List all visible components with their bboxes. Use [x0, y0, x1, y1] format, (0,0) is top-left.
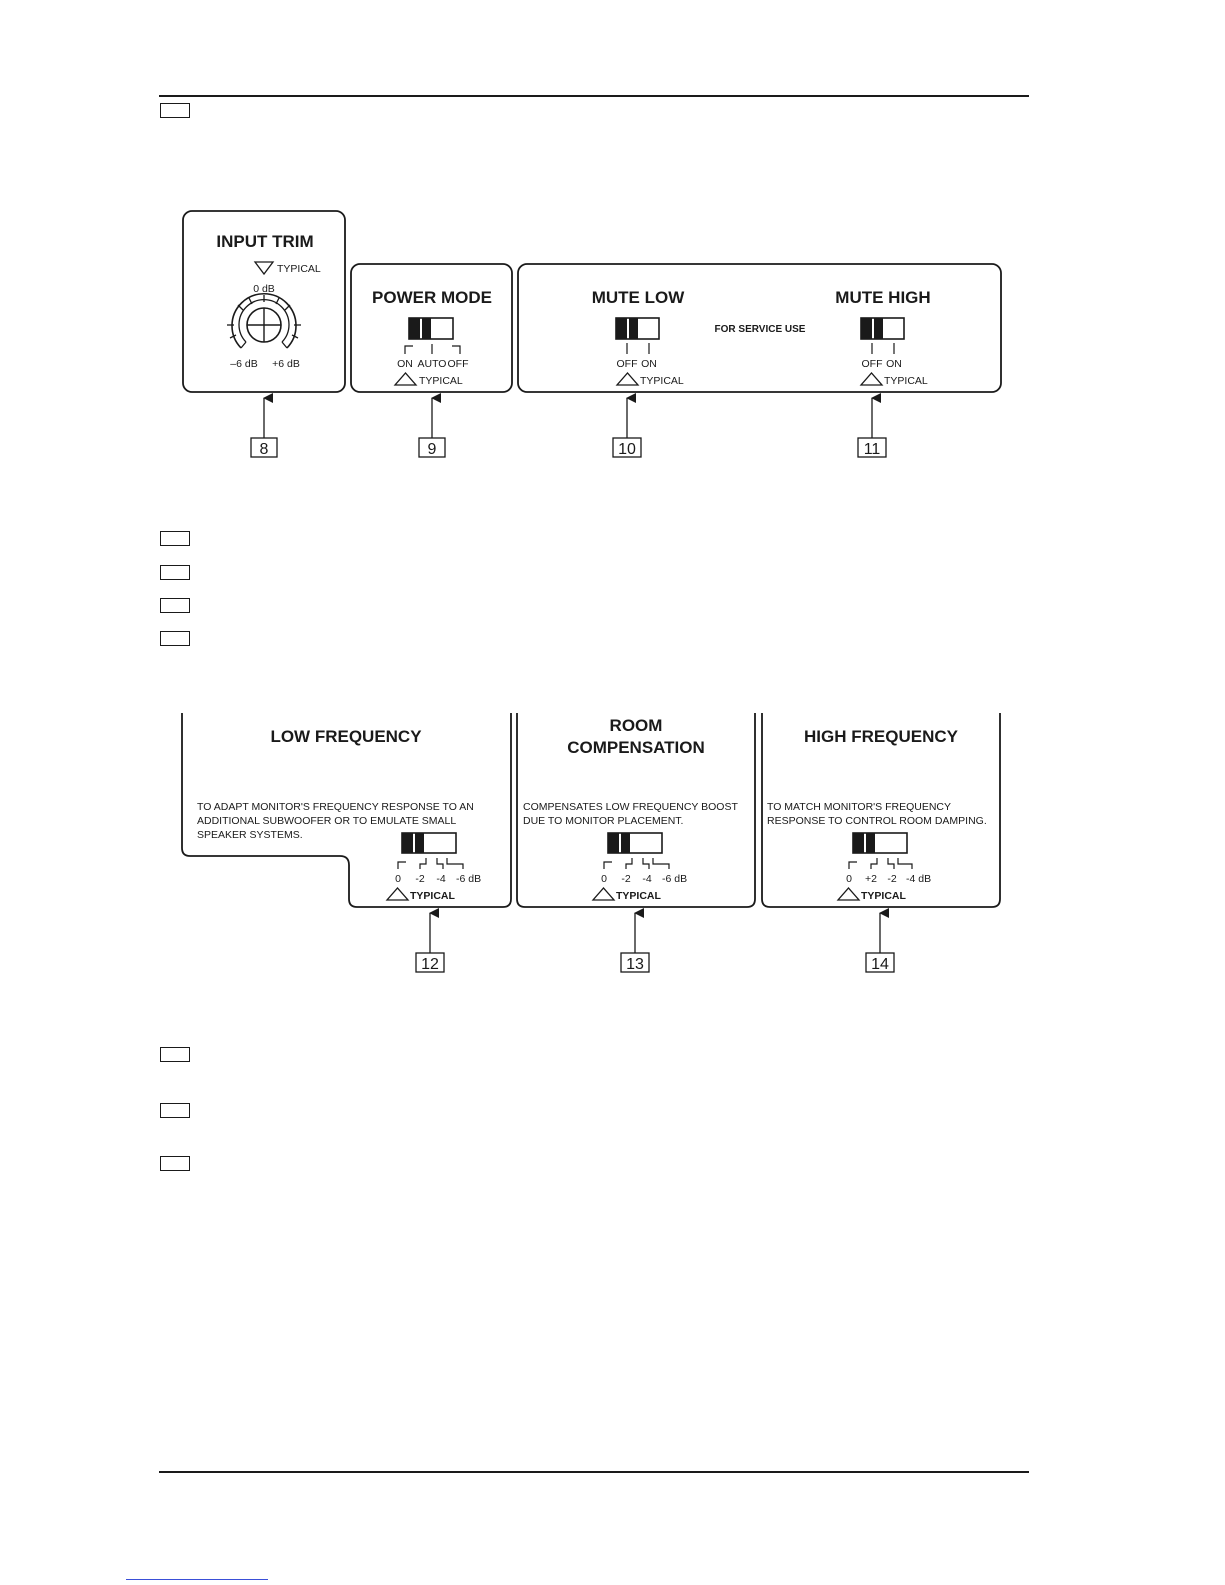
header-rule [159, 95, 1029, 97]
svg-text:12: 12 [421, 956, 439, 973]
marker-box [160, 1047, 190, 1062]
marker-box [160, 565, 190, 580]
power-mode-title: POWER MODE [372, 288, 492, 307]
high-frequency-panel: HIGH FREQUENCY TO MATCH MONITOR'S FREQUE… [761, 713, 1001, 908]
mute-panel: MUTE LOW OFF ON TYPICAL FOR SERVICE USE … [517, 263, 1002, 393]
mute-low-off: OFF [617, 358, 638, 370]
typical-triangle-icon [859, 372, 884, 386]
mute-low-typical: TYPICAL [640, 375, 684, 387]
mute-low-on: ON [641, 358, 657, 370]
low-frequency-detent-marks [397, 858, 464, 869]
low-frequency-switch[interactable] [401, 832, 457, 854]
room-compensation-desc-line: COMPENSATES LOW FREQUENCY BOOST [523, 801, 738, 813]
low-frequency-pos: 0 [395, 873, 401, 885]
low-frequency-pos: -6 dB [456, 873, 481, 885]
input-trim-title: INPUT TRIM [216, 232, 313, 251]
mute-high-on: ON [886, 358, 902, 370]
svg-text:14: 14 [871, 956, 889, 973]
svg-text:9: 9 [428, 441, 437, 458]
room-compensation-pos: -2 [621, 873, 630, 885]
callout-13: 13 [620, 908, 650, 973]
power-mode-off: OFF [448, 358, 469, 370]
marker-box [160, 598, 190, 613]
mute-high-off: OFF [862, 358, 883, 370]
mute-high-typical: TYPICAL [884, 375, 928, 387]
typical-triangle-icon [385, 887, 410, 901]
high-frequency-switch[interactable] [852, 832, 908, 854]
svg-text:8: 8 [260, 441, 269, 458]
callout-9: 9 [418, 393, 446, 458]
svg-text:11: 11 [864, 441, 881, 458]
low-frequency-desc-line: TO ADAPT MONITOR'S FREQUENCY RESPONSE TO… [197, 801, 474, 813]
mute-high-detent-marks [871, 343, 895, 354]
low-frequency-pos: -4 [436, 873, 445, 885]
power-mode-switch[interactable] [408, 317, 454, 340]
typical-down-triangle-icon [253, 261, 275, 276]
high-frequency-desc-line: TO MATCH MONITOR'S FREQUENCY [767, 801, 951, 813]
low-frequency-panel: LOW FREQUENCY TO ADAPT MONITOR'S FREQUEN… [181, 713, 512, 908]
high-frequency-detent-marks [848, 858, 913, 869]
low-frequency-desc-line: SPEAKER SYSTEMS. [197, 829, 303, 841]
callout-11: 11 [857, 393, 887, 458]
high-frequency-title: HIGH FREQUENCY [804, 727, 959, 746]
rear-panel-figure-1: INPUT TRIM TYPICAL 0 dB [182, 210, 1002, 458]
input-trim-panel: INPUT TRIM TYPICAL 0 dB [182, 210, 346, 393]
room-compensation-typical: TYPICAL [616, 890, 662, 902]
footer-rule [159, 1471, 1029, 1473]
typical-triangle-icon [615, 372, 640, 386]
mute-high-title: MUTE HIGH [835, 288, 930, 307]
low-frequency-desc-line: ADDITIONAL SUBWOOFER OR TO EMULATE SMALL [197, 815, 456, 827]
callout-14: 14 [865, 908, 895, 973]
mute-high-switch[interactable] [860, 317, 905, 340]
high-frequency-pos: -2 [887, 873, 896, 885]
high-frequency-pos: -4 dB [906, 873, 931, 885]
high-frequency-desc-line: RESPONSE TO CONTROL ROOM DAMPING. [767, 815, 987, 827]
svg-text:13: 13 [626, 956, 644, 973]
marker-box [160, 531, 190, 546]
room-compensation-pos: -4 [642, 873, 651, 885]
high-frequency-pos: +2 [865, 873, 877, 885]
mute-low-title: MUTE LOW [592, 288, 685, 307]
input-trim-plus-label: +6 dB [272, 358, 300, 370]
input-trim-typical: TYPICAL [277, 263, 321, 275]
room-compensation-panel: ROOM COMPENSATION COMPENSATES LOW FREQUE… [516, 713, 756, 908]
input-trim-minus-label: –6 dB [230, 358, 257, 370]
mute-low-switch[interactable] [615, 317, 660, 340]
room-compensation-pos: 0 [601, 873, 607, 885]
callout-10: 10 [612, 393, 642, 458]
typical-triangle-icon [393, 372, 418, 386]
room-compensation-detent-marks [603, 858, 670, 869]
input-trim-knob-icon[interactable] [227, 292, 301, 349]
power-mode-detent-marks [404, 344, 461, 354]
low-frequency-title: LOW FREQUENCY [270, 727, 422, 746]
room-compensation-title: ROOM [610, 716, 663, 735]
low-frequency-pos: -2 [415, 873, 424, 885]
power-mode-on: ON [397, 358, 413, 370]
power-mode-panel: POWER MODE ON AUTO OFF TYPICAL [350, 263, 513, 393]
marker-box [160, 1103, 190, 1118]
room-compensation-pos: -6 dB [662, 873, 687, 885]
callout-8: 8 [250, 393, 278, 458]
footer-link-underline[interactable] [126, 1579, 268, 1580]
room-compensation-desc-line: DUE TO MONITOR PLACEMENT. [523, 815, 683, 827]
power-mode-typical: TYPICAL [419, 375, 463, 387]
high-frequency-typical: TYPICAL [861, 890, 907, 902]
input-trim-zero-label: 0 dB [253, 283, 275, 295]
svg-text:10: 10 [618, 441, 636, 458]
marker-box [160, 631, 190, 646]
room-compensation-switch[interactable] [607, 832, 663, 854]
high-frequency-pos: 0 [846, 873, 852, 885]
mute-low-detent-marks [626, 343, 650, 354]
power-mode-auto: AUTO [418, 358, 447, 370]
marker-box [160, 103, 190, 118]
rear-panel-figure-2: LOW FREQUENCY TO ADAPT MONITOR'S FREQUEN… [181, 713, 1001, 973]
room-compensation-title: COMPENSATION [567, 738, 705, 757]
service-use-note: FOR SERVICE USE [715, 324, 806, 335]
callout-12: 12 [415, 908, 445, 973]
marker-box [160, 1156, 190, 1171]
typical-triangle-icon [591, 887, 616, 901]
typical-triangle-icon [836, 887, 861, 901]
low-frequency-typical: TYPICAL [410, 890, 456, 902]
